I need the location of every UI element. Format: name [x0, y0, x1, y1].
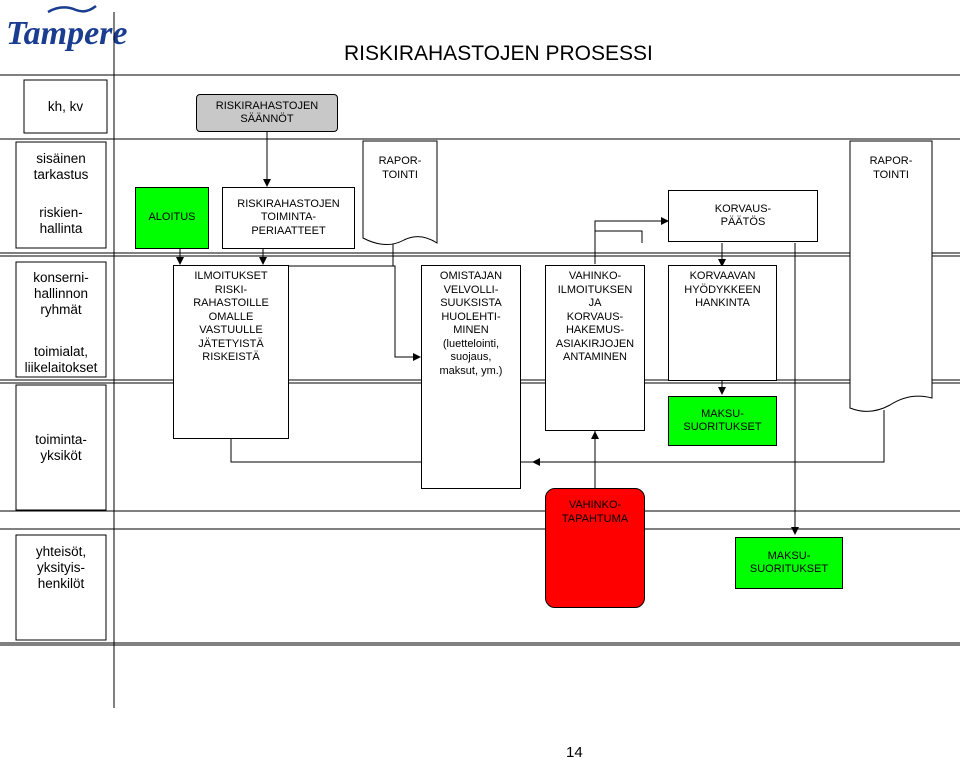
page-title: RISKIRAHASTOJEN PROSESSI [344, 42, 653, 65]
lane-label-sisainen-tarkastus: sisäinen tarkastus [33, 151, 89, 182]
lane-label-yhteisot: yhteisöt, yksityis- henkilöt [35, 544, 87, 591]
node-periaatteet: RISKIRAHASTOJEN TOIMINTA- PERIAATTEET [222, 187, 355, 249]
arrow-ilmoitukset-omistajan [289, 265, 421, 361]
lane-label-toimintayksikot: toiminta- yksiköt [35, 432, 87, 463]
node-korvaavan: KORVAAVAN HYÖDYKKEEN HANKINTA [668, 265, 777, 381]
lane-label-boxes [15, 79, 108, 641]
diagram-frame [0, 12, 960, 708]
lane-label-konsernihallinnon: konserni- hallinnon ryhmät [33, 270, 89, 317]
arrow-to-korvauspaatos [594, 217, 669, 232]
node-omistajan: OMISTAJAN VELVOLLI- SUUKSISTA HUOLEHTI- … [421, 265, 521, 489]
node-raportointi-1: RAPOR- TOINTI [378, 155, 422, 181]
node-saannot: RISKIRAHASTOJEN SÄÄNNÖT [196, 94, 338, 132]
lane-label-toimialat: toimialat, liikelaitokset [24, 344, 98, 375]
lane-label-riskienhallinta: riskien- hallinta [39, 205, 83, 236]
raportointi-document-2 [849, 140, 933, 412]
node-raportointi-2: RAPOR- TOINTI [869, 155, 913, 181]
page-number: 14 [566, 744, 583, 761]
lane-label-kh: kh, kv [47, 98, 84, 114]
node-maksusuoritukset-2: MAKSU- SUORITUKSET [735, 537, 843, 589]
node-korvauspaatos: KORVAUS- PÄÄTÖS [668, 190, 818, 242]
node-vahinkotapahtuma: VAHINKO- TAPAHTUMA [545, 488, 645, 608]
node-maksusuoritukset-1: MAKSU- SUORITUKSET [668, 396, 777, 446]
tampere-logo-text: Tampere [6, 15, 128, 52]
node-vahinkoilmoituksen: VAHINKO- ILMOITUKSEN JA KORVAUS- HAKEMUS… [545, 265, 645, 431]
line-vahinkoilmoitus-up [594, 230, 643, 264]
tampere-logo: Tampere [6, 5, 128, 52]
raportointi-document-1 [362, 140, 438, 245]
node-aloitus: ALOITUS [135, 187, 209, 249]
node-ilmoitukset: ILMOITUKSET RISKI- RAHASTOILLE OMALLE VA… [173, 265, 289, 439]
logo-swoosh [47, 5, 97, 14]
